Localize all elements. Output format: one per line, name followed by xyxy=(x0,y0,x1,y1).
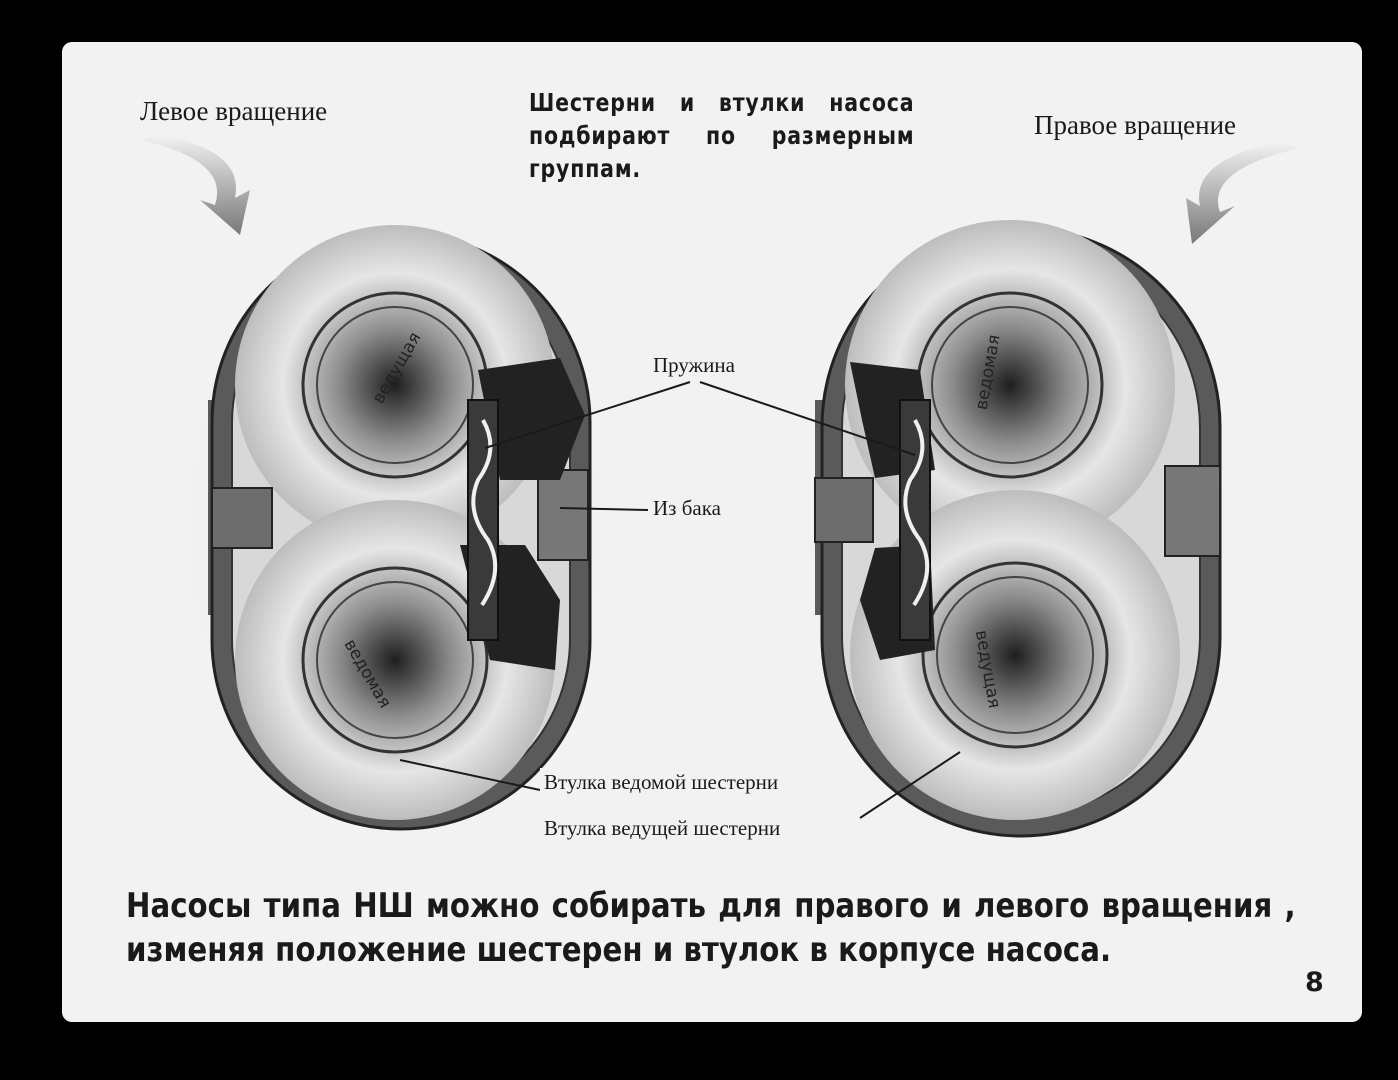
left-rotation-arrow xyxy=(140,135,250,235)
right-spring xyxy=(903,419,930,607)
driving-gear-bushing-label: Втулка ведущей шестерни xyxy=(540,814,785,843)
spring-label: Пружина xyxy=(650,353,738,378)
right-bottom-gear xyxy=(850,490,1180,820)
right-inlet-port xyxy=(814,477,874,543)
slide-number: 8 xyxy=(1305,967,1324,998)
left-inlet-port xyxy=(537,469,589,561)
right-rotation-title: Правое вращение xyxy=(1034,110,1236,140)
slide-caption: Насосы типа НШ можно собирать для правог… xyxy=(126,886,1296,970)
header-note: Шестерни и втулки насоса подбирают по ра… xyxy=(529,88,915,183)
leader-lines xyxy=(399,381,961,819)
right-outlet-port xyxy=(1164,465,1221,557)
left-rotation-title: Левое вращение xyxy=(140,96,328,126)
from-tank-label: Из бака xyxy=(650,496,724,521)
driven-gear-bushing-label: Втулка ведомой шестерни xyxy=(540,768,783,797)
left-top-block xyxy=(478,358,585,480)
right-rotation-arrow xyxy=(1186,142,1300,244)
left-outlet-port xyxy=(211,487,273,549)
left-spring xyxy=(471,419,498,607)
left-pump: ведущая ведомая xyxy=(155,200,635,860)
right-pump: ведомая ведущая xyxy=(778,200,1258,860)
